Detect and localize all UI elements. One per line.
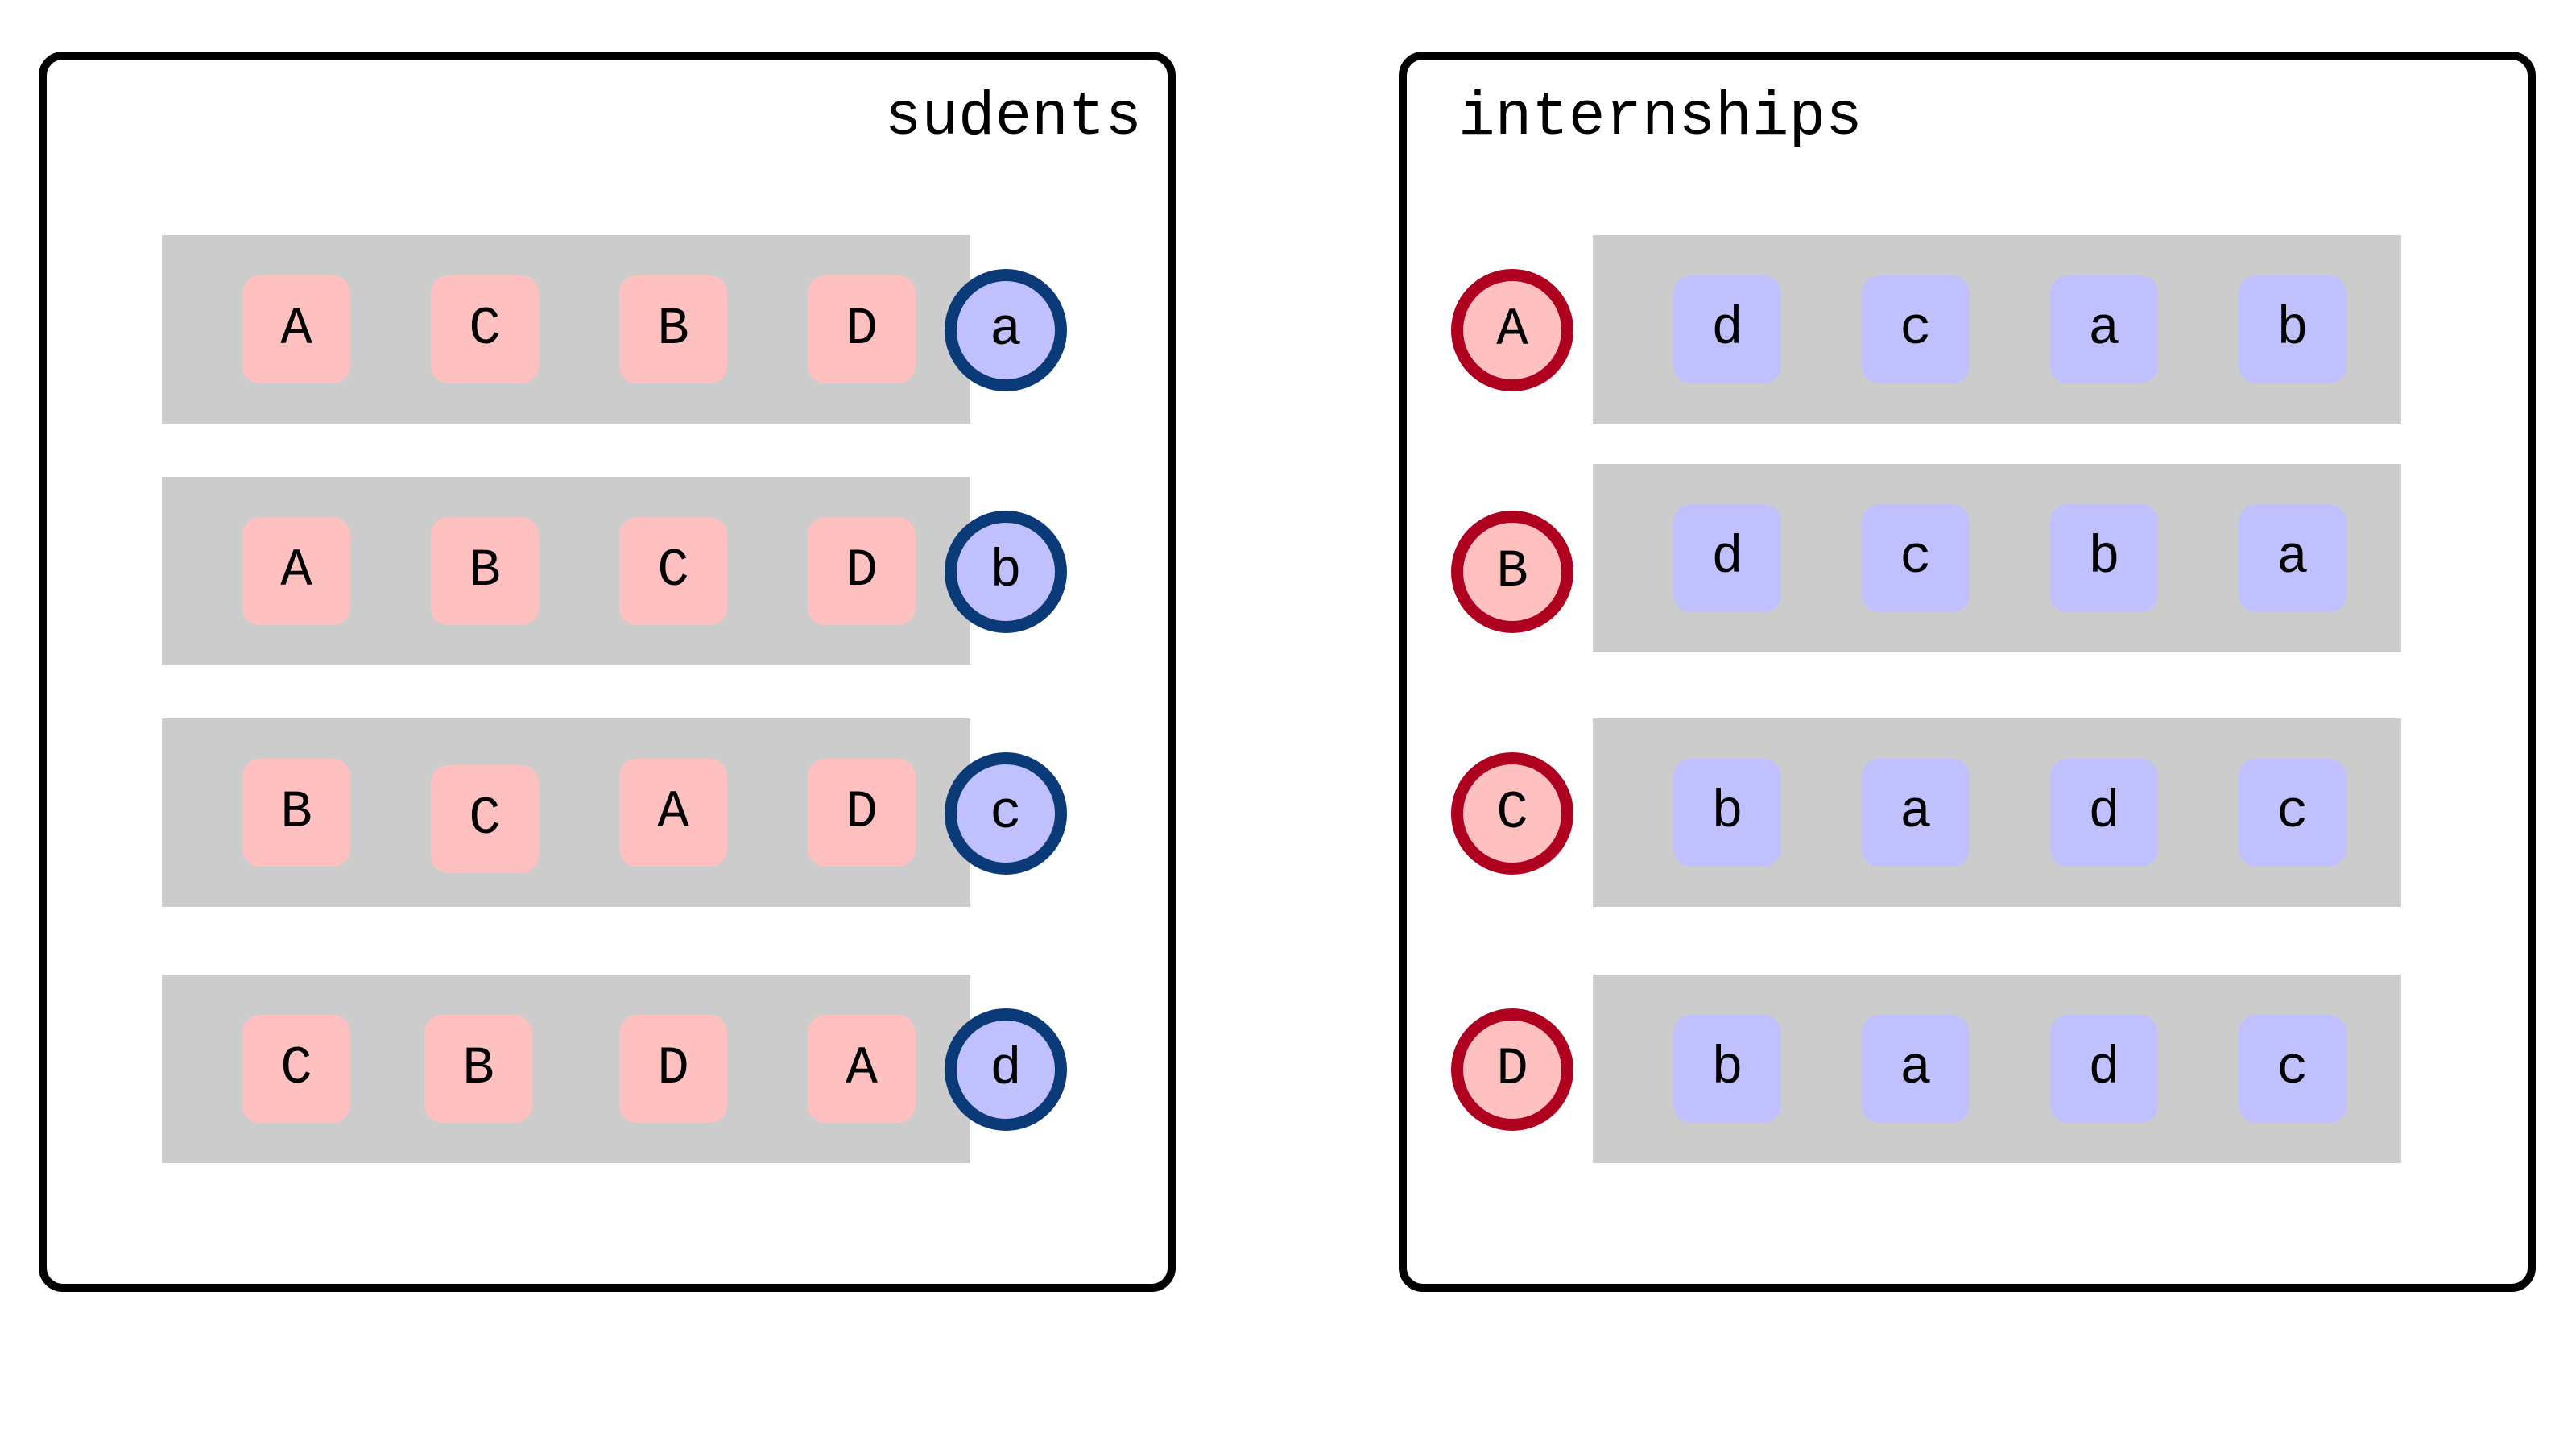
preference-chip: a: [2239, 504, 2347, 612]
preference-chip: A: [619, 759, 727, 867]
preference-chip: A: [242, 517, 350, 625]
internship-node: D: [1451, 1008, 1573, 1131]
preference-chip: D: [808, 759, 916, 867]
preference-chip: B: [424, 1015, 532, 1123]
student-node: b: [945, 511, 1067, 633]
preference-chip: a: [1862, 1015, 1970, 1123]
preference-chip: C: [431, 765, 539, 873]
student-row-b: A B C D: [162, 477, 970, 665]
preference-chip: a: [1862, 759, 1970, 867]
preference-chip: D: [619, 1015, 727, 1123]
student-node: d: [945, 1008, 1067, 1131]
preference-chip: B: [431, 517, 539, 625]
students-panel-title: sudents: [884, 83, 1142, 152]
preference-chip: c: [1862, 504, 1970, 612]
preference-chip: A: [242, 275, 350, 383]
internships-panel-title: internships: [1458, 83, 1863, 152]
internships-panel: internships A d c a b B d c b a C b a d …: [1399, 52, 2536, 1292]
internship-row-D: D b a d c: [1407, 975, 2576, 1163]
internship-node: A: [1451, 269, 1573, 391]
preference-chip: c: [2239, 1015, 2347, 1123]
preference-chip: a: [2050, 275, 2158, 383]
student-node: c: [945, 752, 1067, 875]
preference-chip: C: [431, 275, 539, 383]
students-panel: sudents A C B D a A B C D b B C A D c C …: [39, 52, 1176, 1292]
internship-node: C: [1451, 752, 1573, 875]
student-row-c: B C A D: [162, 718, 970, 907]
preference-chip: C: [619, 517, 727, 625]
preference-chip: b: [2239, 275, 2347, 383]
preference-chip: c: [2239, 759, 2347, 867]
preference-chip: d: [2050, 759, 2158, 867]
internship-row-A: A d c a b: [1407, 235, 2576, 424]
preference-chip: B: [242, 759, 350, 867]
preference-chip: d: [1673, 275, 1781, 383]
preference-chip: C: [242, 1015, 350, 1123]
preference-chip: B: [619, 275, 727, 383]
student-row-d: C B D A: [162, 975, 970, 1163]
preference-chip: D: [808, 275, 916, 383]
internship-node: B: [1451, 511, 1573, 633]
preference-chip: c: [1862, 275, 1970, 383]
preference-chip: D: [808, 517, 916, 625]
preference-chip: A: [808, 1015, 916, 1123]
preference-chip: b: [2050, 504, 2158, 612]
preference-chip: b: [1673, 759, 1781, 867]
preference-chip: d: [2050, 1015, 2158, 1123]
internship-row-C: C b a d c: [1407, 718, 2576, 907]
student-row-a: A C B D: [162, 235, 970, 424]
preference-chip: b: [1673, 1015, 1781, 1123]
student-node: a: [945, 269, 1067, 391]
preference-chip: d: [1673, 504, 1781, 612]
internship-row-B: B d c b a: [1407, 464, 2576, 652]
